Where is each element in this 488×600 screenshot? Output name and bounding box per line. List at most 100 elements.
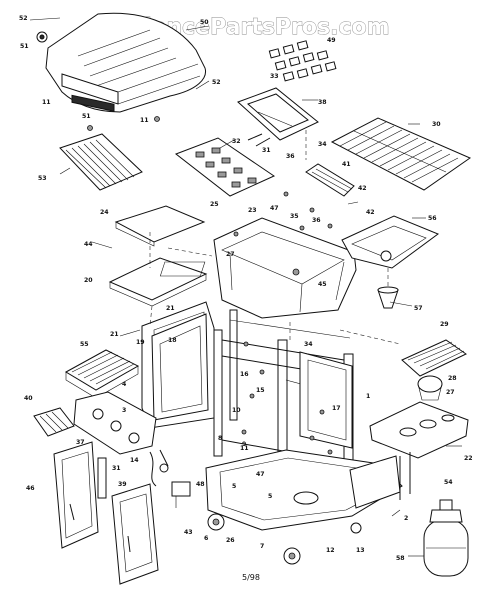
grill-lid <box>45 12 207 113</box>
callout-27-b: 27 <box>446 389 455 396</box>
callout-50: 50 <box>200 19 209 26</box>
burner-assembly <box>237 87 319 147</box>
left-shelf <box>108 257 208 307</box>
callout-3: 3 <box>122 407 126 414</box>
callout-52: 52 <box>19 15 28 22</box>
burner-valve-tube <box>399 452 411 500</box>
part-callouts: 52 51 50 52 11 51 11 53 49 33 38 32 30 3… <box>19 15 473 562</box>
callout-42: 42 <box>358 185 367 192</box>
callout-20: 20 <box>84 277 93 284</box>
left-shelf-top <box>114 205 206 247</box>
callout-44: 44 <box>84 241 93 248</box>
small-side-rack <box>33 407 75 437</box>
callout-51-b: 51 <box>82 113 91 120</box>
callout-21: 21 <box>110 331 119 338</box>
callout-18: 18 <box>168 337 177 344</box>
callout-37: 37 <box>76 439 85 446</box>
callout-51: 51 <box>20 43 29 50</box>
callout-19: 19 <box>136 339 145 346</box>
door-hinge <box>171 481 191 508</box>
callout-41: 41 <box>342 161 351 168</box>
callout-43: 43 <box>184 529 193 536</box>
callout-7: 7 <box>260 543 264 550</box>
callout-21-b: 21 <box>166 305 175 312</box>
callout-42-b: 42 <box>366 209 375 216</box>
callout-11-c: 11 <box>240 445 249 452</box>
callout-58: 58 <box>396 555 405 562</box>
callout-32: 32 <box>232 138 241 145</box>
callout-1: 1 <box>366 393 370 400</box>
right-caster <box>350 522 362 534</box>
callout-34: 34 <box>318 141 327 148</box>
callout-36: 36 <box>286 153 295 160</box>
rear-caster <box>283 547 301 565</box>
cooking-grate <box>330 117 472 191</box>
callout-31-b: 31 <box>112 465 121 472</box>
callout-40: 40 <box>24 395 33 402</box>
callout-30: 30 <box>432 121 441 128</box>
callout-4: 4 <box>122 381 127 388</box>
warming-rack <box>59 133 143 191</box>
grease-tray <box>341 215 440 269</box>
flavor-plate <box>174 137 276 197</box>
callout-28: 28 <box>448 375 457 382</box>
callout-16: 16 <box>240 371 249 378</box>
callout-12: 12 <box>326 547 335 554</box>
callout-11: 11 <box>42 99 51 106</box>
propane-tank <box>423 499 469 577</box>
lava-rock-cubes <box>268 40 337 82</box>
callout-6: 6 <box>204 535 208 542</box>
leader-lines <box>29 17 462 557</box>
igniter-assembly <box>97 449 169 499</box>
callout-53: 53 <box>38 175 47 182</box>
callout-52-b: 52 <box>212 79 221 86</box>
callout-47: 47 <box>270 205 279 212</box>
cart-door-panel <box>151 313 209 421</box>
callout-46: 46 <box>26 485 35 492</box>
callout-56: 56 <box>428 215 437 222</box>
callout-38: 38 <box>318 99 327 106</box>
right-side-panel <box>299 351 353 449</box>
callout-35: 35 <box>290 213 299 220</box>
side-burner-bowl <box>417 375 443 401</box>
callout-55: 55 <box>80 341 89 348</box>
callout-9: 9 <box>242 441 246 448</box>
callout-34-b: 34 <box>304 341 313 348</box>
callout-5-b: 5 <box>268 493 272 500</box>
revision-date: 5/98 <box>242 573 260 582</box>
callout-49: 49 <box>327 37 336 44</box>
callout-25: 25 <box>210 201 219 208</box>
callout-13: 13 <box>356 547 365 554</box>
callout-36-b: 36 <box>312 217 321 224</box>
callout-5: 5 <box>232 483 236 490</box>
heat-shield <box>305 163 355 197</box>
callout-45: 45 <box>318 281 327 288</box>
callout-24: 24 <box>100 209 109 216</box>
side-burner-tray <box>369 401 469 459</box>
callout-26: 26 <box>226 537 235 544</box>
callout-27: 27 <box>226 251 235 258</box>
hardware-bolts <box>233 191 333 455</box>
callout-23: 23 <box>248 207 257 214</box>
grease-cup <box>377 286 399 309</box>
lid-screw-2 <box>154 116 160 122</box>
callout-8: 8 <box>218 435 222 442</box>
callout-10: 10 <box>232 407 241 414</box>
left-door <box>53 441 99 549</box>
front-caster <box>207 513 225 531</box>
firebox <box>159 217 357 319</box>
callout-14: 14 <box>130 457 139 464</box>
callout-11-b: 11 <box>140 117 149 124</box>
callout-48: 48 <box>196 481 205 488</box>
callout-47-b: 47 <box>256 471 265 478</box>
callout-29: 29 <box>440 321 449 328</box>
callout-31: 31 <box>262 147 271 154</box>
callout-2: 2 <box>404 515 408 522</box>
callout-39: 39 <box>118 481 127 488</box>
thermometer-knob <box>36 31 48 43</box>
callout-15: 15 <box>256 387 265 394</box>
callout-17: 17 <box>332 405 341 412</box>
callout-57: 57 <box>414 305 423 312</box>
lid-screw <box>87 125 93 131</box>
